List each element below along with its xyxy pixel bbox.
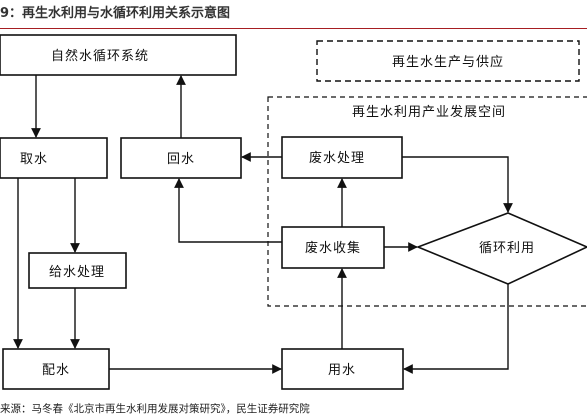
node-usage-label: 用水: [328, 363, 356, 378]
node-supply-treatment: [28, 252, 127, 289]
arrow-collection-to-return: [174, 178, 282, 243]
node-wastewater-treatment-label: 废水处理: [309, 150, 365, 166]
title-divider: [0, 28, 587, 29]
node-wastewater-collection-label: 废水收集: [305, 240, 361, 256]
node-intake-label: 取水: [20, 152, 48, 167]
reclaimed-water-region: [267, 96, 587, 307]
legend-box: [316, 40, 580, 82]
figure-title: 9：再生水利用与水循环利用关系示意图: [0, 6, 231, 21]
node-distribution: [2, 348, 110, 390]
node-natural-cycle-label: 自然水循环系统: [51, 48, 149, 64]
arrow-recycling-to-usage: [403, 284, 509, 374]
node-recycling-label: 循环利用: [479, 241, 535, 256]
node-wastewater-treatment: [281, 136, 403, 179]
source-note: 来源：马冬春《北京市再生水利用发展对策研究》，民生证券研究院: [0, 403, 310, 415]
node-natural-cycle: [0, 34, 237, 76]
node-distribution-label: 配水: [42, 363, 70, 378]
arrow-treatment-to-recycling: [402, 156, 513, 213]
node-intake: [0, 137, 108, 179]
node-supply-treatment-label: 给水处理: [49, 265, 105, 280]
legend-label: 再生水生产与供应: [392, 54, 504, 70]
node-recycling: [415, 212, 587, 285]
node-return-label: 回水: [167, 152, 195, 167]
region-label: 再生水利用产业发展空间: [352, 104, 506, 120]
